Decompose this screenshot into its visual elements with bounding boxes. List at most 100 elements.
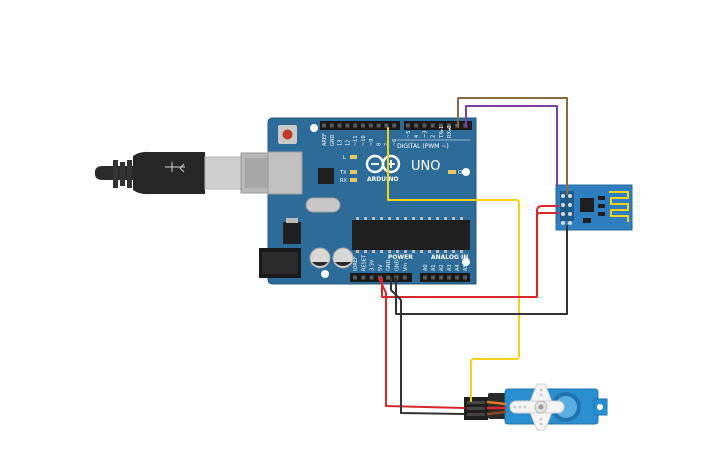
led-tx-label: TX: [339, 170, 347, 176]
digital-pin-hole[interactable]: [422, 123, 427, 128]
analog-pin-hole[interactable]: [447, 275, 451, 280]
digital-pin-hole[interactable]: [376, 123, 381, 128]
digital-pin-hole[interactable]: [337, 123, 342, 128]
analog-pin-hole[interactable]: [423, 275, 427, 280]
led-l: [350, 155, 357, 159]
pin-label: A5: [463, 264, 469, 271]
pin-label: A4: [455, 264, 461, 271]
digital-pin-hole[interactable]: [414, 123, 419, 128]
pin-label: TX▸1: [439, 126, 445, 139]
pin-label: A1: [431, 264, 437, 271]
pin-label: 12: [345, 140, 351, 146]
digital-pin-hole[interactable]: [322, 123, 326, 128]
servo-lead-ground: [486, 410, 507, 416]
digital-pin-hole[interactable]: [361, 123, 365, 128]
digital-header-right: [404, 121, 472, 130]
pin-label: ~5: [406, 131, 412, 138]
crystal-oscillator: [305, 197, 341, 213]
digital-pin-hole[interactable]: [345, 123, 350, 128]
arduino-model-text: UNO: [411, 159, 440, 174]
esp-antenna: [609, 191, 629, 222]
led-l-label: L: [343, 155, 346, 161]
pin-label: 2: [431, 135, 437, 138]
pin-label: 8: [377, 143, 383, 146]
wire-black-servo-ground[interactable]: [390, 277, 465, 415]
pin-label: ~3: [422, 131, 428, 138]
pin-label: GND: [330, 134, 336, 146]
pin-label: GND: [395, 259, 401, 271]
pin-label: RESET: [361, 254, 367, 271]
digital-pin-hole[interactable]: [438, 123, 443, 128]
atmega-chip-pins: [356, 217, 463, 253]
led-tx: [350, 170, 357, 174]
analog-header-label: ANALOG IN: [431, 254, 468, 261]
digital-pin-hole[interactable]: [329, 123, 334, 128]
arduino-logo: [365, 154, 401, 174]
wire-red-esp-en[interactable]: [536, 212, 559, 217]
esp8266-wifi-module[interactable]: [555, 184, 633, 231]
digital-pin-hole[interactable]: [353, 123, 358, 128]
arduino-brand-text: ARDUINO: [367, 176, 398, 183]
power-pin-hole[interactable]: [386, 275, 391, 280]
power-pin-hole[interactable]: [361, 275, 366, 280]
digital-pin-hole[interactable]: [384, 123, 389, 128]
pin-label: IOREF: [353, 256, 359, 271]
power-pin-hole[interactable]: [369, 275, 374, 280]
mounting-hole: [462, 258, 470, 266]
power-pin-hole[interactable]: [377, 275, 382, 280]
voltage-regulator: [283, 222, 301, 244]
led-on-label: ON: [458, 170, 466, 176]
digital-pin-hole[interactable]: [368, 123, 373, 128]
pin-label: 3.3V: [370, 259, 376, 271]
led-rx: [350, 178, 357, 182]
atmega-chip: [352, 220, 470, 250]
usb-cable[interactable]: [95, 151, 297, 195]
digital-header-label: DIGITAL (PWM ~): [397, 143, 449, 150]
pin-label: RX◂0: [447, 125, 453, 138]
pin-label: 4: [414, 135, 420, 138]
pin-label: ~9: [369, 139, 375, 146]
wire-red-esp-power[interactable]: [381, 205, 559, 298]
reset-button-cap[interactable]: [282, 129, 293, 140]
mounting-hole: [321, 270, 329, 278]
analog-pin-hole[interactable]: [463, 275, 467, 280]
wire-purple-rx[interactable]: [465, 105, 558, 187]
servo-connector[interactable]: [464, 397, 488, 420]
led-rx-label: RX: [340, 178, 347, 184]
wire-brown-tx[interactable]: [457, 97, 568, 195]
pin-label: ~6: [392, 139, 398, 146]
analog-pin-hole[interactable]: [439, 275, 443, 280]
mounting-hole: [310, 124, 318, 132]
digital-pin-hole[interactable]: [392, 123, 397, 128]
power-pin-hole[interactable]: [353, 275, 357, 280]
esp-pins: [561, 194, 572, 225]
digital-pin-hole[interactable]: [430, 123, 435, 128]
analog-pin-hole[interactable]: [431, 275, 435, 280]
usb-chip: [318, 168, 334, 184]
pin-label: AREF: [322, 133, 328, 146]
pin-label: A2: [439, 264, 445, 271]
wire-yellow-signal[interactable]: [387, 127, 520, 402]
pin-label: ~10: [361, 135, 367, 146]
digital-pin-hole[interactable]: [406, 123, 410, 128]
analog-pin-hole[interactable]: [455, 275, 459, 280]
pin-label: GND: [386, 259, 392, 271]
servo-lead-signal: [486, 400, 507, 406]
pin-label: Vin: [403, 263, 409, 271]
pin-label: 13: [338, 140, 344, 146]
wire-red-servo-power[interactable]: [378, 277, 465, 409]
pin-label: 5V: [378, 264, 384, 271]
servo-motor[interactable]: [488, 383, 608, 431]
pin-label: A3: [447, 264, 453, 271]
mounting-hole: [462, 168, 470, 176]
power-header-label: POWER: [388, 254, 413, 261]
pin-label: ~11: [353, 135, 359, 146]
esp-chip: [580, 198, 594, 212]
analog-header: [420, 273, 470, 282]
digital-pin-hole[interactable]: [447, 123, 451, 128]
led-on: [448, 170, 456, 174]
pin-label: A0: [423, 264, 429, 271]
power-pin-hole[interactable]: [402, 275, 407, 280]
